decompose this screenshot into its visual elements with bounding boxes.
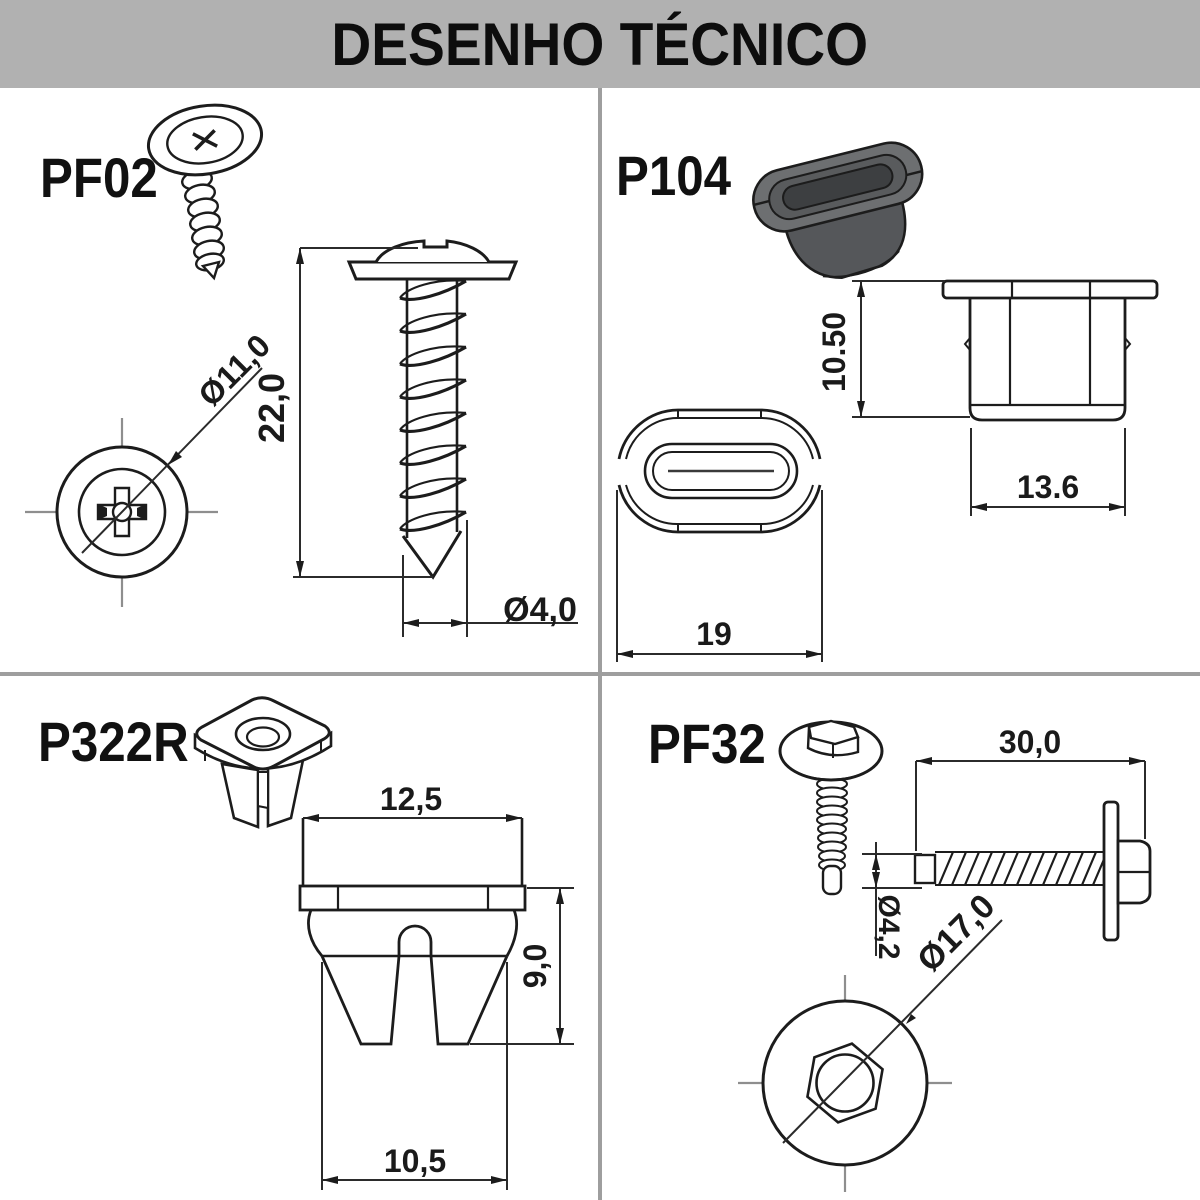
part-label-pf32: PF32 xyxy=(648,712,766,775)
dim-p104-body-width: 13.6 xyxy=(1017,469,1079,505)
page-title: DESENHO TÉCNICO xyxy=(331,10,869,78)
dim-pf32-length: 30,0 xyxy=(999,724,1061,760)
part-label-p104: P104 xyxy=(616,144,732,207)
dim-p322r-height: 9,0 xyxy=(517,944,553,988)
p104-dimensions xyxy=(616,280,1126,662)
dim-p322r-base-width: 10,5 xyxy=(384,1143,446,1179)
pf02-3d-view xyxy=(146,103,264,281)
dim-pf02-length: 22,0 xyxy=(251,373,292,443)
p322r-3d-view xyxy=(193,696,333,829)
part-label-p322r: P322R xyxy=(38,710,189,773)
pf02-side-view xyxy=(346,239,519,580)
pf32-front-view xyxy=(738,975,952,1192)
pf32-3d-view xyxy=(778,719,884,896)
pf02-dimensions xyxy=(81,247,578,637)
dim-p104-height: 10.50 xyxy=(816,312,852,392)
dim-pf02-thread-diameter: Ø4,0 xyxy=(503,591,577,629)
p322r-side-view xyxy=(298,818,527,1046)
p104-3d-view xyxy=(752,141,924,280)
p104-side-view xyxy=(941,279,1159,422)
p322r-dimensions xyxy=(303,814,574,1190)
pf32-side-view xyxy=(913,800,1152,942)
title-bar: DESENHO TÉCNICO xyxy=(0,0,1200,88)
pf32-dimensions xyxy=(782,757,1146,1144)
p104-top-view xyxy=(617,408,822,534)
dim-p104-overall-length: 19 xyxy=(696,616,732,652)
part-label-pf02: PF02 xyxy=(40,146,158,209)
dim-pf32-shank-diameter: Ø4,2 xyxy=(872,894,905,959)
dim-p322r-top-width: 12,5 xyxy=(380,781,442,817)
